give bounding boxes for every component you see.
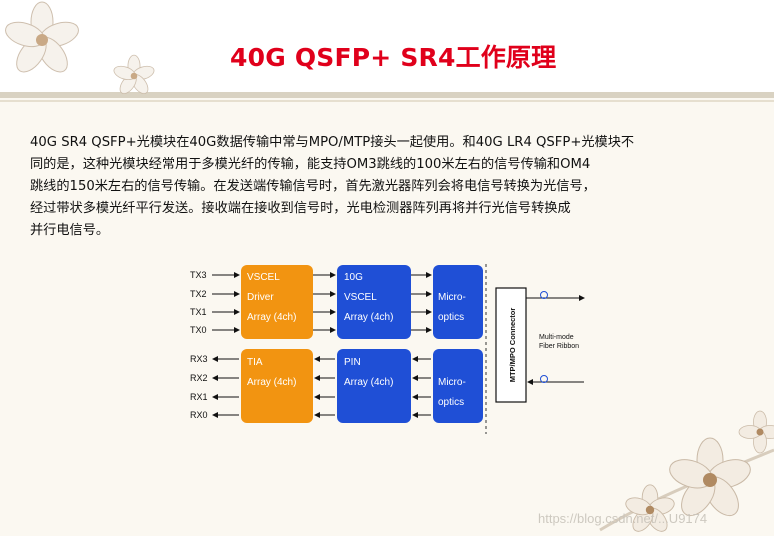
tia-line2: Array (4ch) (247, 377, 296, 388)
rx1-label: RX1 (190, 392, 208, 402)
vcsel-array-line1: 10G (344, 272, 363, 283)
tx-fiber-icon (540, 291, 548, 299)
vcsel-driver-line1: VSCEL (247, 272, 280, 283)
tx1-label: TX1 (190, 307, 207, 317)
vcsel-driver-line3: Array (4ch) (247, 312, 296, 323)
fiber-ribbon-lines (526, 295, 585, 385)
title-divider-thin (0, 100, 774, 102)
body-line: 经过带状多模光纤平行发送。接收端在接收到信号时，光电检测器阵列再将并行光信号转换… (30, 201, 571, 216)
tx-micro-optics-block (433, 265, 483, 339)
body-line: 跳线的150米左右的信号传输。在发送端传输信号时，首先激光器阵列会将电信号转换为… (30, 179, 596, 194)
tx-micro-optics-line2: optics (438, 312, 464, 323)
vcsel-array-block (337, 265, 411, 339)
tia-block (241, 349, 313, 423)
body-line: 并行电信号。 (30, 223, 110, 238)
tx-input-arrows (212, 272, 240, 333)
title-divider (0, 92, 774, 98)
vcsel-array-line2: VSCEL (344, 292, 377, 303)
fiber-label-line2: Fiber Ribbon (539, 343, 579, 350)
rx3-label: RX3 (190, 354, 208, 364)
vcsel-driver-line2: Driver (247, 292, 274, 303)
rx-micro-optics-line2: optics (438, 397, 464, 408)
rx2-label: RX2 (190, 373, 208, 383)
connector-label: MTP/MPO Connector (508, 308, 517, 383)
tia-line1: TIA (247, 357, 263, 368)
rx-output-arrows (212, 356, 239, 418)
pin-line1: PIN (344, 357, 361, 368)
pin-line2: Array (4ch) (344, 377, 393, 388)
body-paragraph: 40G SR4 QSFP+光模块在40G数据传输中常与MPO/MTP接头一起使用… (30, 132, 755, 242)
rx0-label: RX0 (190, 410, 208, 420)
body-line: 同的是，这种光模块经常用于多模光纤的传输，能支持OM3跳线的100米左右的信号传… (30, 157, 591, 172)
watermark: https://blog.csdn.net/...U9174 (538, 511, 708, 526)
tx3-label: TX3 (190, 270, 207, 280)
rx-micro-optics-line1: Micro- (438, 377, 466, 388)
rx-micro-optics-block (433, 349, 483, 423)
rx-fiber-icon (540, 375, 548, 383)
sr4-block-diagram: TX3 TX2 TX1 TX0 RX3 RX2 RX1 RX0 VSCEL Dr… (190, 264, 585, 434)
vcsel-array-line3: Array (4ch) (344, 312, 393, 323)
tx0-label: TX0 (190, 325, 207, 335)
mtp-mpo-connector (495, 287, 527, 403)
fiber-label-line1: Multi-mode (539, 334, 574, 341)
tx2-label: TX2 (190, 289, 207, 299)
pin-array-block (337, 349, 411, 423)
body-line: 40G SR4 QSFP+光模块在40G数据传输中常与MPO/MTP接头一起使用… (30, 135, 635, 150)
slide-title: 40G QSFP+ SR4工作原理 (230, 43, 557, 72)
vcsel-driver-block (241, 265, 313, 339)
tx-micro-optics-line1: Micro- (438, 292, 466, 303)
